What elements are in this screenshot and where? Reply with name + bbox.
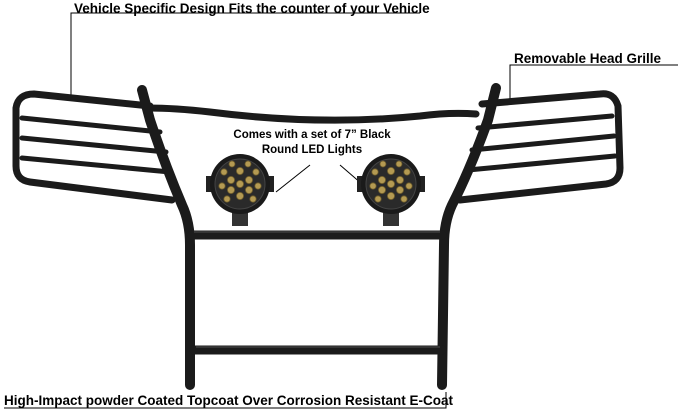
- leader-line-bottom: [4, 392, 447, 409]
- frame-highlights: [194, 231, 440, 348]
- callout-removable-head-grille: Removable Head Grille: [514, 51, 662, 66]
- callout-led-lights: Comes with a set of 7” Black Round LED L…: [222, 128, 402, 158]
- left-wing-rail-3: [19, 155, 173, 175]
- leader-line-right: [509, 64, 678, 102]
- right-upright: [437, 83, 501, 390]
- callout-led-lights-line2: Round LED Lights: [261, 144, 363, 156]
- right-wing-rail-1: [475, 113, 615, 131]
- led-mount-right: [383, 210, 399, 226]
- leader-line-top: [70, 12, 420, 98]
- leader-lines: [4, 12, 678, 409]
- left-upright: [137, 85, 195, 390]
- right-wing-rail-2: [469, 133, 617, 153]
- right-wing-rail-3: [465, 153, 618, 173]
- callout-vehicle-specific-design: Vehicle Specific Design Fits the counter…: [74, 1, 430, 16]
- right-wing: [456, 90, 624, 204]
- leader-line-middle-left: [275, 164, 311, 193]
- top-hoop: [144, 104, 480, 124]
- led-light-left: [206, 154, 274, 226]
- callout-led-lights-line1: Comes with a set of 7” Black: [233, 129, 391, 141]
- callout-powder-coated-finish: High-Impact powder Coated Topcoat Over C…: [4, 393, 454, 408]
- led-light-right: [357, 154, 425, 226]
- led-mount-left: [232, 210, 248, 226]
- grille-guard-frame: [12, 83, 624, 390]
- left-wing-rail-1: [19, 115, 163, 135]
- left-wing-rail-2: [19, 135, 169, 155]
- left-wing: [12, 90, 176, 204]
